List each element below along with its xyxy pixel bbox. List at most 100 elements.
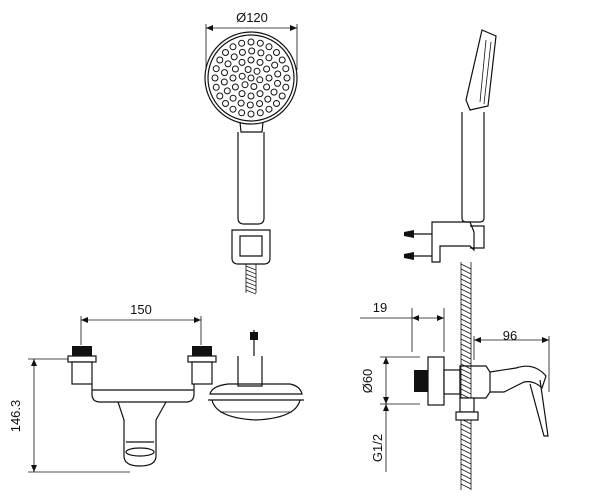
dim-head-diameter: Ø120 — [236, 10, 268, 25]
dim-height: 146.3 — [8, 400, 23, 433]
nozzle — [253, 67, 261, 75]
hose-hatch — [460, 338, 472, 345]
nozzle — [265, 74, 273, 82]
nozzle — [265, 54, 273, 62]
nozzle — [264, 95, 272, 103]
nozzle — [229, 105, 237, 113]
nozzle — [238, 48, 246, 56]
hose-hatch — [245, 269, 257, 275]
nozzle — [273, 100, 280, 107]
hose-hatch — [460, 478, 472, 485]
hose-pattern — [245, 265, 257, 295]
nozzle — [222, 49, 229, 56]
hose-hatch — [460, 288, 472, 295]
hose-hatch — [245, 285, 257, 291]
nozzle — [231, 65, 239, 73]
hand-shower-side-view — [404, 29, 497, 490]
nozzle — [282, 83, 290, 91]
hose-hatch — [460, 358, 472, 365]
nozzle — [257, 49, 265, 57]
hose-hatch — [460, 378, 472, 385]
hose-hatch — [460, 298, 472, 305]
nozzle — [223, 87, 231, 95]
hand-shower-front-view: Ø120 — [204, 10, 298, 295]
nozzle — [256, 76, 264, 84]
nozzle — [256, 58, 264, 66]
nozzle — [237, 99, 245, 107]
nozzle — [247, 38, 255, 46]
hose-hatch — [460, 283, 472, 290]
nozzle — [212, 65, 220, 73]
nozzle — [270, 88, 278, 96]
hose-hatch — [460, 348, 472, 355]
nozzle — [238, 109, 246, 117]
nozzle — [256, 90, 264, 98]
hose-hatch — [460, 308, 472, 315]
hose-hatch — [460, 273, 472, 280]
hose-hatch — [460, 313, 472, 320]
nozzle — [274, 70, 282, 78]
hose-pattern-side — [460, 263, 472, 490]
nozzle — [231, 83, 239, 91]
nozzle — [216, 92, 224, 100]
nozzle — [229, 43, 237, 51]
nozzle — [238, 39, 246, 47]
hose-hatch — [460, 333, 472, 340]
dim-flange-diameter: Ø60 — [360, 369, 375, 394]
mixer-front-view: 150 146.3 — [8, 302, 304, 473]
hose-hatch — [460, 318, 472, 325]
nozzle — [211, 74, 219, 82]
nozzle — [229, 74, 237, 82]
hose-hatch — [460, 368, 472, 375]
nozzle — [265, 105, 273, 113]
hose-hatch — [460, 468, 472, 475]
nozzle — [216, 56, 224, 64]
nozzle — [246, 101, 254, 109]
nozzle — [283, 74, 291, 82]
hose-hatch — [245, 281, 257, 287]
nozzle — [229, 94, 237, 102]
nozzle — [212, 83, 220, 91]
nozzle — [282, 65, 290, 73]
hose-hatch — [460, 278, 472, 285]
nozzle — [256, 39, 264, 47]
nozzle — [273, 49, 280, 56]
hose-hatch — [460, 328, 472, 335]
nozzle — [248, 47, 256, 55]
hose-hatch — [460, 323, 472, 330]
hose-hatch — [245, 273, 257, 279]
nozzle — [247, 56, 255, 64]
nozzle — [247, 74, 255, 82]
nozzle — [250, 83, 258, 90]
dim-thread: G1/2 — [370, 434, 385, 462]
hose-hatch — [460, 453, 472, 460]
dim-wall-depth: 19 — [373, 300, 387, 315]
nozzle — [221, 69, 228, 77]
hose-hatch — [460, 373, 472, 380]
dim-projection: 96 — [503, 328, 517, 343]
nozzle — [222, 100, 229, 107]
hose-hatch — [460, 458, 472, 465]
nozzle — [247, 110, 255, 118]
nozzle — [271, 61, 279, 69]
hose-hatch — [460, 473, 472, 480]
hose-hatch — [460, 443, 472, 450]
nozzle — [238, 58, 246, 66]
nozzle — [274, 79, 281, 87]
nozzle — [241, 81, 249, 89]
nozzle — [256, 100, 264, 108]
hose-hatch — [460, 428, 472, 435]
hose-hatch — [460, 383, 472, 390]
hose-hatch — [460, 293, 472, 300]
nozzle — [224, 60, 232, 68]
nozzle — [263, 83, 271, 91]
nozzle — [278, 92, 286, 100]
nozzle — [238, 72, 246, 80]
hose-hatch — [460, 448, 472, 455]
nozzle-pattern — [211, 38, 291, 118]
hose-hatch — [245, 265, 257, 271]
hose-hatch — [460, 463, 472, 470]
hose-hatch — [460, 268, 472, 275]
hose-hatch — [460, 353, 472, 360]
